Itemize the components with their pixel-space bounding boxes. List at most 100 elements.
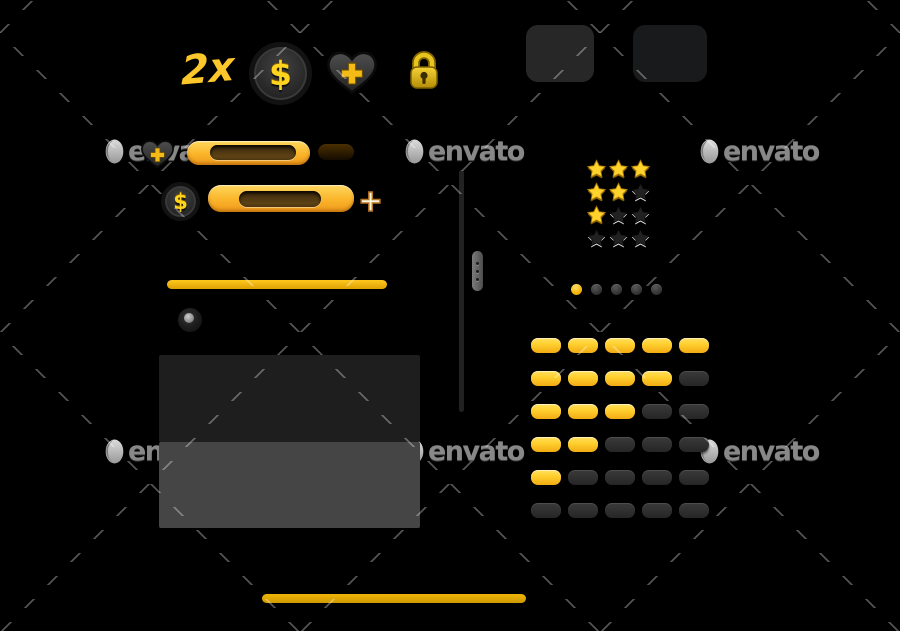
level-pill-active[interactable] <box>568 404 598 419</box>
star-empty-icon <box>630 228 651 248</box>
star-row <box>586 181 651 203</box>
star-empty-icon <box>630 182 651 202</box>
level-pill-inactive[interactable] <box>679 404 709 419</box>
level-pill-inactive[interactable] <box>679 371 709 386</box>
level-pill-active[interactable] <box>679 338 709 353</box>
slider-track-filled <box>167 280 387 289</box>
heart-icon <box>141 140 174 169</box>
pill-row <box>531 371 709 386</box>
level-pill-inactive[interactable] <box>531 503 561 518</box>
health-bar-icon-button[interactable] <box>141 138 174 173</box>
health-progress-bar <box>187 141 310 165</box>
level-pill-inactive[interactable] <box>642 470 672 485</box>
scrollbar-track[interactable] <box>459 170 464 412</box>
star-row <box>586 227 651 249</box>
star-filled-icon <box>608 159 629 179</box>
watermark: envato <box>699 436 820 467</box>
level-pill-active[interactable] <box>568 437 598 452</box>
level-pill-active[interactable] <box>531 470 561 485</box>
multiplier-2x-label[interactable]: 2x <box>181 43 235 95</box>
level-pill-active[interactable] <box>605 371 635 386</box>
level-pill-active[interactable] <box>531 338 561 353</box>
add-currency-button[interactable]: + <box>357 183 384 220</box>
envato-leaf-icon <box>105 439 124 464</box>
star-filled-icon <box>586 182 607 202</box>
watermark: envato <box>404 436 525 467</box>
dollar-icon: $ <box>269 54 292 93</box>
level-pill-active[interactable] <box>568 371 598 386</box>
level-pill-inactive[interactable] <box>679 470 709 485</box>
envato-leaf-icon <box>105 139 124 164</box>
watermark: envato <box>404 136 525 167</box>
pagination-dot-active[interactable] <box>571 284 582 295</box>
level-pill-inactive[interactable] <box>642 437 672 452</box>
star-empty-icon <box>608 205 629 225</box>
star-filled-icon <box>630 159 651 179</box>
pill-row <box>531 404 709 419</box>
watermark-text: envato <box>723 136 820 167</box>
heart-plus-button[interactable] <box>327 48 377 99</box>
pagination-dots <box>571 284 662 295</box>
divider-line <box>262 594 526 603</box>
level-pill-active[interactable] <box>642 338 672 353</box>
level-pill-grid <box>531 338 709 518</box>
grip-dot <box>476 277 479 281</box>
level-pill-active[interactable] <box>605 404 635 419</box>
star-empty-icon <box>586 228 607 248</box>
envato-leaf-icon <box>700 139 719 164</box>
pill-row <box>531 470 709 485</box>
blank-button-dark[interactable] <box>526 25 594 82</box>
level-pill-active[interactable] <box>568 338 598 353</box>
star-rating-grid <box>586 158 651 249</box>
envato-leaf-icon <box>405 139 424 164</box>
star-filled-icon <box>608 182 629 202</box>
coin-progress-bar <box>208 185 354 212</box>
coin-button[interactable]: $ <box>249 42 312 105</box>
level-pill-inactive[interactable] <box>605 470 635 485</box>
level-pill-inactive[interactable] <box>679 437 709 452</box>
grip-dot <box>476 261 479 265</box>
coin-progress-track <box>239 191 321 207</box>
level-pill-active[interactable] <box>642 371 672 386</box>
level-pill-inactive[interactable] <box>568 503 598 518</box>
level-pill-inactive[interactable] <box>679 503 709 518</box>
level-pill-active[interactable] <box>531 437 561 452</box>
star-filled-icon <box>586 159 607 179</box>
level-pill-inactive[interactable] <box>568 470 598 485</box>
pagination-dot[interactable] <box>611 284 622 295</box>
watermark-text: envato <box>428 436 525 467</box>
star-empty-icon <box>630 205 651 225</box>
heart-icon <box>327 51 377 94</box>
scrollbar-handle[interactable] <box>472 251 483 291</box>
pagination-dot[interactable] <box>591 284 602 295</box>
level-pill-inactive[interactable] <box>642 503 672 518</box>
padlock-icon <box>410 51 438 89</box>
level-pill-active[interactable] <box>531 371 561 386</box>
star-row <box>586 158 651 180</box>
watermark: envato <box>699 136 820 167</box>
lock-button[interactable] <box>406 51 442 95</box>
pagination-dot[interactable] <box>631 284 642 295</box>
level-pill-active[interactable] <box>531 404 561 419</box>
watermark-text: envato <box>723 436 820 467</box>
coin-bar-icon-button[interactable]: $ <box>161 182 200 221</box>
health-progress-track <box>210 145 296 160</box>
level-pill-active[interactable] <box>605 338 635 353</box>
bar-segment-empty <box>318 144 354 160</box>
level-pill-inactive[interactable] <box>605 503 635 518</box>
dollar-icon: $ <box>173 189 188 214</box>
pill-row <box>531 437 709 452</box>
knob-highlight <box>184 313 194 323</box>
level-pill-inactive[interactable] <box>642 404 672 419</box>
slider-knob[interactable] <box>178 308 202 332</box>
watermark-text: envato <box>428 136 525 167</box>
star-empty-icon <box>608 228 629 248</box>
star-row <box>586 204 651 226</box>
heart-plus-icon <box>341 62 363 85</box>
heart-plus-icon <box>150 147 165 163</box>
blank-button-darker[interactable] <box>633 25 707 82</box>
pagination-dot[interactable] <box>651 284 662 295</box>
level-pill-inactive[interactable] <box>605 437 635 452</box>
pill-row <box>531 503 709 518</box>
